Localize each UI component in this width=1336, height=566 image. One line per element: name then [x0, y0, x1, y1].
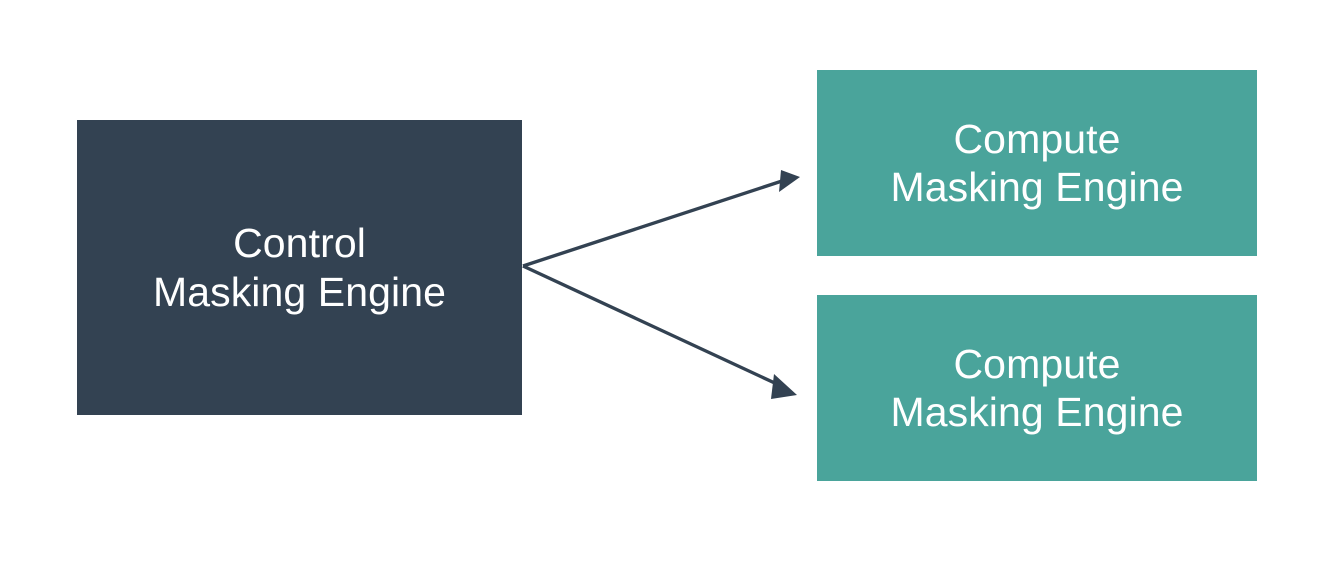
edge-control-to-compute-2	[522, 264, 797, 399]
node-compute-2-line-2: Masking Engine	[890, 389, 1184, 435]
node-control-line-1: Control	[233, 220, 366, 267]
node-compute-2-line-1: Compute	[953, 340, 1121, 387]
edge-line-upper	[522, 179, 783, 268]
arrowhead-lower	[771, 374, 797, 399]
node-control-line-2: Masking Engine	[152, 268, 447, 315]
edge-control-to-compute-1	[522, 170, 800, 268]
node-compute-masking-engine-2[interactable]: Compute Masking Engine	[817, 295, 1257, 481]
edge-line-lower	[522, 264, 780, 387]
node-compute-masking-engine-1[interactable]: Compute Masking Engine	[817, 70, 1257, 256]
node-compute-1-line-2: Masking Engine	[890, 164, 1184, 210]
node-control-masking-engine[interactable]: Control Masking Engine	[77, 120, 522, 415]
node-compute-1-line-1: Compute	[953, 115, 1121, 162]
arrowhead-upper	[779, 170, 800, 192]
